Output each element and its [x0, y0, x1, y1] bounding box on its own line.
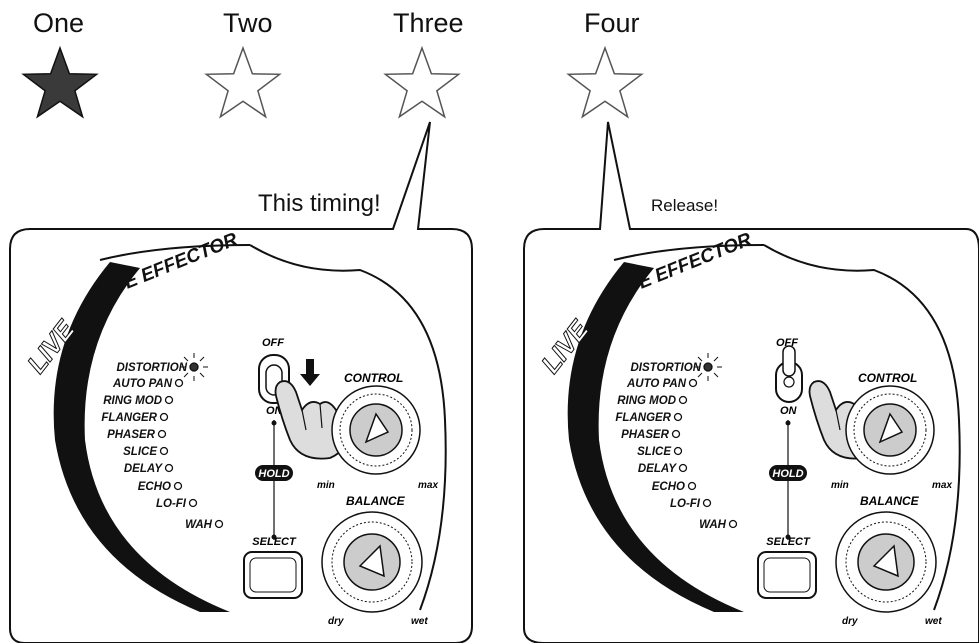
effect-label: RING MOD — [103, 395, 162, 407]
speech-bubble — [523, 121, 979, 643]
hold-badge — [255, 465, 293, 481]
effect-label: FLANGER — [101, 412, 157, 424]
effect-label: PHASER — [107, 429, 156, 441]
led-icon — [678, 395, 688, 405]
switch-off-label: OFF — [262, 337, 284, 349]
balance-knob[interactable] — [321, 511, 423, 613]
effect-label: SLICE — [637, 446, 671, 458]
control-max-label: max — [418, 480, 438, 491]
led-icon — [164, 395, 174, 405]
led-icon — [159, 446, 169, 456]
led-sparkle-icon — [694, 353, 722, 381]
control-min-label: min — [317, 480, 335, 491]
effect-label: PHASER — [621, 429, 670, 441]
effect-label: DELAY — [638, 463, 677, 475]
led-icon — [688, 378, 698, 388]
led-icon — [673, 412, 683, 422]
beat-label-one: One — [33, 8, 85, 38]
swoosh — [567, 262, 744, 612]
balance-min-label: dry — [328, 616, 344, 627]
led-icon — [188, 498, 198, 508]
switch-off-label: OFF — [776, 337, 798, 349]
effect-label: DELAY — [124, 463, 163, 475]
led-icon — [159, 412, 169, 422]
led-icon — [702, 498, 712, 508]
control-max-label: max — [932, 480, 952, 491]
led-active-icon — [703, 362, 713, 372]
control-knob[interactable] — [331, 385, 421, 475]
led-icon — [673, 446, 683, 456]
effect-label: AUTO PAN — [112, 378, 173, 390]
select-label: SELECT — [766, 536, 811, 548]
hold-label: HOLD — [258, 468, 289, 480]
select-label: SELECT — [252, 536, 297, 548]
balance-label: BALANCE — [346, 494, 406, 508]
effect-label: WAH — [699, 519, 727, 531]
panel-edge — [249, 244, 447, 611]
led-icon — [687, 481, 697, 491]
balance-max-label: wet — [925, 616, 942, 627]
effect-label: ECHO — [652, 481, 685, 493]
effect-label: FLANGER — [615, 412, 671, 424]
arrow-down-icon — [300, 359, 320, 386]
led-icon — [174, 378, 184, 388]
toggle-switch[interactable] — [775, 345, 803, 403]
hold-label: HOLD — [772, 468, 803, 480]
control-min-label: min — [831, 480, 849, 491]
led-active-icon — [189, 362, 199, 372]
beat-label-two: Two — [223, 8, 273, 38]
led-sparkle-icon — [180, 353, 208, 381]
control-label: CONTROL — [858, 371, 917, 385]
callout-release-text: Release! — [651, 196, 719, 215]
led-icon — [728, 519, 738, 529]
switch-on-label: ON — [780, 405, 798, 417]
effect-label: ECHO — [138, 481, 171, 493]
balance-knob[interactable] — [835, 511, 937, 613]
effect-label: WAH — [185, 519, 213, 531]
effect-label: RING MOD — [617, 395, 676, 407]
led-icon — [157, 429, 167, 439]
effect-label: DISTORTION — [117, 362, 188, 374]
effect-label: AUTO PAN — [626, 378, 687, 390]
select-button[interactable] — [243, 551, 303, 599]
led-icon — [678, 463, 688, 473]
callout-press-text: This timing! — [258, 190, 381, 217]
balance-label: BALANCE — [860, 494, 920, 508]
panel-edge — [763, 244, 961, 611]
effect-label: LO-FI — [156, 498, 187, 510]
beat-label-three: Three — [393, 8, 464, 38]
balance-min-label: dry — [842, 616, 858, 627]
led-icon — [671, 429, 681, 439]
control-label: CONTROL — [344, 371, 403, 385]
swoosh — [53, 262, 230, 612]
effect-label: LO-FI — [670, 498, 701, 510]
control-knob[interactable] — [845, 385, 935, 475]
hold-badge — [769, 465, 807, 481]
led-icon — [214, 519, 224, 529]
effect-label: DISTORTION — [631, 362, 702, 374]
effect-label: SLICE — [123, 446, 157, 458]
led-icon — [164, 463, 174, 473]
select-button[interactable] — [757, 551, 817, 599]
balance-max-label: wet — [411, 616, 428, 627]
beat-label-four: Four — [584, 8, 640, 38]
led-icon — [173, 481, 183, 491]
